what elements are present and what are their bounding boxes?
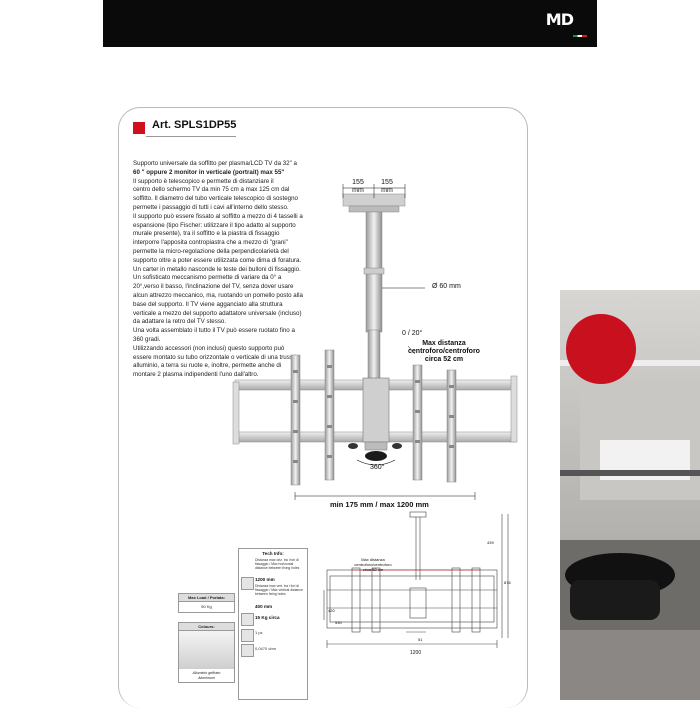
dim-left-value: 155: [352, 179, 364, 186]
drawing-h3-label: 420: [328, 608, 335, 613]
weight-icon: [241, 613, 254, 626]
dim-left-unit: mm: [352, 187, 364, 194]
desc-line: verticale a mezzo del supporto adattator…: [133, 309, 302, 317]
desc-line: montare 2 plasma indipendenti l'uno dall…: [133, 371, 259, 379]
desc-line: alcun attrezzo meccanico, ma, ruotando u…: [133, 291, 303, 299]
desc-line: interporre l'apposita contropiastra che …: [133, 239, 288, 247]
pole-diameter-label: Ø 60 mm: [432, 283, 461, 290]
pcs-value: 1 pz: [255, 630, 263, 635]
tilt-label: 0 / 20°: [402, 330, 423, 337]
volume-value: 0,0470 cbm: [255, 646, 276, 651]
dist-v-value: 400 mm: [255, 604, 273, 609]
desc-line: murale presente), tra il soffitto e la p…: [133, 230, 280, 238]
desc-line: Supporto universale da soffitto per plas…: [133, 160, 297, 167]
colour-swatch: [179, 631, 234, 669]
tech-info-title: Tech Info:: [262, 551, 284, 556]
desc-line: permette i passaggio di tutti i cavi all…: [133, 203, 289, 211]
desc-line: Il supporto è telescopico e permette di …: [133, 177, 274, 185]
rotation-label: 360°: [370, 464, 385, 471]
desc-line: centro dello schermo TV da min 75 cm a m…: [133, 186, 290, 194]
desc-line: soffitto. Il diametro del tubo verticale…: [133, 195, 298, 203]
colours-value: Alluminio goffrato Aluminium: [192, 671, 221, 680]
desc-line: essere montato su tubo orizzontale o ver…: [133, 353, 300, 361]
desc-line: supporto oltre a poter essere utilizzata…: [133, 256, 302, 264]
italian-flag-icon: [573, 35, 587, 37]
dim-right-label: 155 mm: [376, 179, 398, 195]
range-label: min 175 mm / max 1200 mm: [330, 500, 429, 509]
colours-box: Colours: Alluminio goffrato Aluminium: [178, 622, 235, 683]
drawing-width-label: 1200: [410, 650, 422, 656]
dim-right-unit: mm: [381, 187, 393, 194]
dist-h-label: Distanza max oriz. tra i fori di fissagg…: [255, 558, 300, 570]
tech-info-box: Tech Info: Distanza max oriz. tra i fori…: [238, 548, 308, 700]
article-code: Art. SPLS1DP55: [152, 119, 237, 131]
desc-line: alluminio, a terra su ruote e, inoltre, …: [133, 362, 282, 370]
desc-line: Una volta assemblato il tutto il TV può …: [133, 327, 295, 335]
dim-right-value: 155: [381, 179, 393, 186]
desc-line: Il supporto può essere fissato al soffit…: [133, 212, 303, 220]
desc-line: 360 gradi.: [133, 335, 161, 343]
decorative-red-circle: [566, 314, 636, 384]
product-description: Supporto universale da soffitto per plas…: [133, 160, 311, 380]
drawing-h2-label: 876: [504, 580, 511, 585]
max-load-box: Max Load / Portata: 50 Kg: [178, 593, 235, 613]
brand-logo: MD: [545, 10, 574, 29]
header-bar: MD: [103, 0, 597, 47]
drawing-h1-label: 439: [487, 540, 494, 545]
dim-left-label: 155 mm: [347, 179, 369, 195]
desc-line: permette la micro-regolazione della perp…: [133, 247, 289, 255]
product-card: [118, 107, 528, 708]
package-icon: [241, 629, 254, 642]
title-underline: [146, 136, 236, 137]
colours-header: Colours:: [179, 623, 234, 631]
horizontal-distance-icon: [241, 577, 254, 590]
weight-value: 15 Kg circa: [255, 615, 280, 620]
desc-line: 60 " oppure 2 monitor in verticale (port…: [133, 168, 285, 176]
title-marker: [133, 122, 145, 134]
volume-icon: [241, 644, 254, 657]
desc-line: Un sofisticato meccanismo permette di va…: [133, 274, 282, 282]
desc-line: espansione (tipo Fischer: utilizzare il …: [133, 221, 296, 229]
dist-h-value: 1200 mm: [255, 577, 275, 582]
technical-drawing: [323, 511, 509, 648]
dist-v-label: Distanza max vert. tra i fori di fissagg…: [255, 584, 303, 596]
drawing-d-label: 51: [418, 637, 423, 642]
max-distance-label: Max distanza centroforo/centroforo circa…: [408, 340, 480, 363]
desc-line: Utilizzando accessori (non inclusi) ques…: [133, 344, 285, 352]
drawing-h4-label: 530: [335, 620, 342, 625]
product-illustration: [232, 184, 518, 500]
max-load-value: 50 Kg: [201, 604, 212, 609]
max-load-header: Max Load / Portata:: [179, 594, 234, 602]
desc-line: da adattare la retro del TV stesso.: [133, 318, 227, 326]
desc-line: Un carter in metallo nasconde le teste d…: [133, 265, 301, 273]
desc-line: base del supporto. Il TV viene agganciat…: [133, 300, 283, 308]
desc-line: 20°,verso il basso, l'inclinazione del T…: [133, 283, 294, 291]
drawing-distance-label: Max distanza centroforo/centroforo circa…: [354, 557, 392, 572]
